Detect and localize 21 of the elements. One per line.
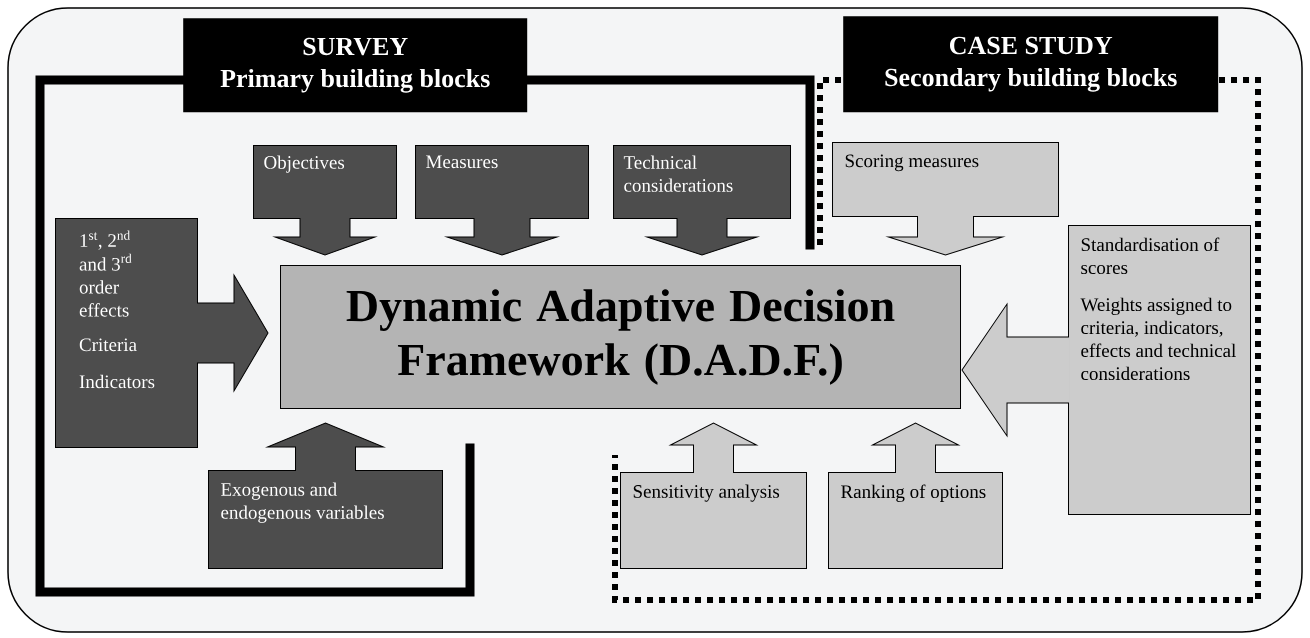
- block-arrow: [274, 217, 376, 256]
- block-box: Standardisation of scores Weights assigned to criteria, indicators, effects and technical considerations: [1068, 225, 1251, 515]
- block-arrow: [670, 422, 757, 474]
- block-box: Sensitivity analysis: [620, 472, 807, 569]
- block-box: Exogenous and endogenous variables: [208, 470, 443, 569]
- block-arrow: [872, 422, 959, 474]
- block-arrow: [646, 217, 758, 256]
- title-box: SURVEY Primary building blocks: [183, 18, 528, 113]
- block-box: Scoring measures: [832, 142, 1059, 217]
- block-box: Objectives: [253, 145, 397, 219]
- block-arrow: [446, 217, 558, 256]
- block-arrow: [888, 215, 1003, 256]
- framework-box: Dynamic Adaptive Decision Framework (D.A.D.F.): [280, 265, 961, 409]
- block-box: Measures: [415, 145, 589, 219]
- title-box: CASE STUDY Secondary building blocks: [843, 16, 1219, 113]
- block-box: $\begin{array}{@{}l@{}}\text{1}^{\text{st}}\text{, 2}^{\text{nd}}\\ \text{and 3}^{\text{rd}}\\ \text{order}\\ \text{effects}\end{array}$ Criteria Indicators: [55, 218, 198, 448]
- block-arrow: [961, 303, 1070, 437]
- block-arrow: [196, 274, 269, 392]
- block-box: Technical considerations: [613, 145, 791, 219]
- block-box: Ranking of options: [828, 472, 1003, 569]
- block-arrow: [267, 422, 384, 472]
